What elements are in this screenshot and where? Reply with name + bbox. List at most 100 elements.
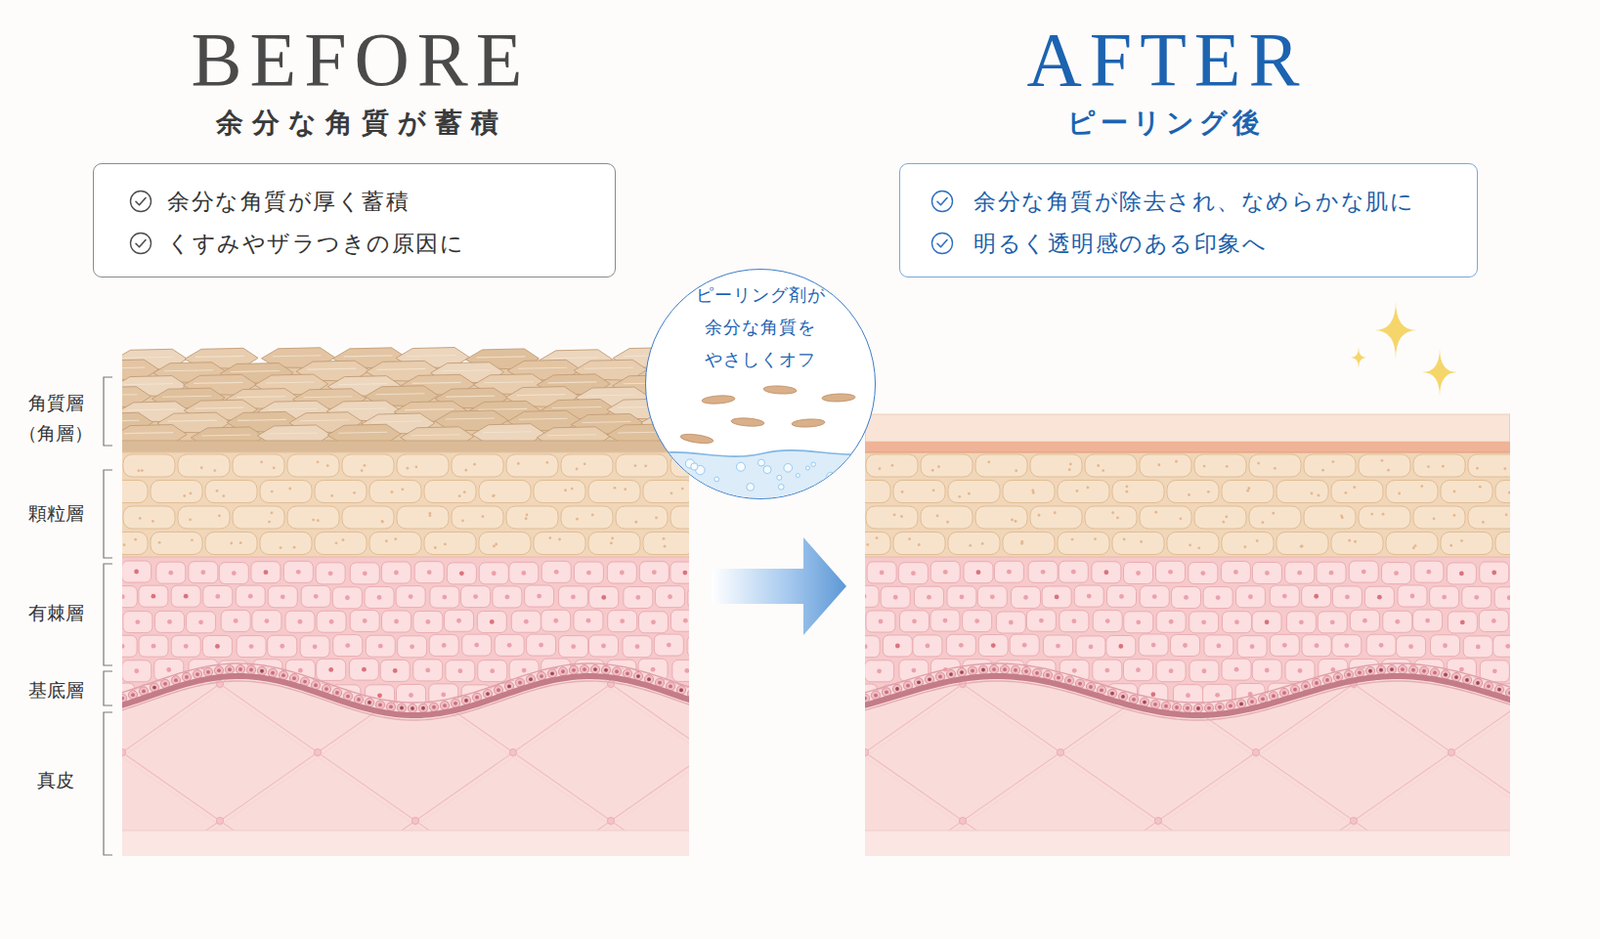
granule [190, 538, 194, 542]
spinous-cell [122, 660, 152, 683]
layer-edge [864, 452, 1511, 454]
spinous-cell [1430, 635, 1461, 657]
cell-nucleus [442, 703, 447, 708]
cell-nucleus [473, 594, 478, 600]
granular-cell [1057, 532, 1110, 556]
cell-nucleus [877, 716, 883, 722]
cell-nucleus [1088, 685, 1093, 690]
cell-nucleus [1135, 619, 1141, 625]
spinous-cell [300, 636, 330, 658]
granule [1125, 485, 1129, 489]
spinous-cell [1397, 585, 1428, 607]
cell-nucleus [1103, 569, 1109, 575]
granular-cell [1084, 506, 1137, 529]
fiber-line [864, 415, 1511, 857]
granular-cell [1030, 506, 1082, 529]
cell-nucleus [958, 643, 964, 649]
spinous-cell [1058, 561, 1088, 583]
granular-cell [1331, 480, 1384, 504]
granule [957, 495, 961, 499]
spinous-cell [414, 562, 444, 584]
cell-nucleus [231, 570, 237, 576]
spinous-cell [349, 562, 380, 585]
cell-nucleus [1105, 618, 1111, 624]
cell-nucleus [1442, 643, 1448, 649]
cell-nucleus [491, 570, 497, 576]
cell-nucleus [1024, 669, 1029, 674]
flake-highlight [412, 382, 462, 384]
basal-cell [1365, 666, 1375, 676]
check-icon [930, 231, 954, 256]
cell-nucleus [927, 677, 932, 682]
spinous-cell [1316, 562, 1346, 584]
cell-nucleus [168, 570, 173, 576]
granule [182, 494, 186, 498]
bubble [714, 476, 720, 482]
panel-subheading: 余分な角質が蓄積 [207, 106, 508, 140]
cell-nucleus [992, 667, 996, 672]
bubble [746, 483, 755, 492]
granular-cell [1030, 454, 1082, 477]
cell-nucleus [122, 696, 125, 701]
cell-nucleus [910, 668, 916, 674]
cell-nucleus [1394, 619, 1400, 625]
cell-nucleus [152, 686, 157, 691]
cell-nucleus [200, 569, 206, 575]
spinous-cell [670, 562, 690, 584]
cell-nucleus [1389, 667, 1394, 672]
cell-nucleus [1508, 691, 1511, 695]
cell-nucleus [893, 595, 899, 601]
cell-nucleus [1054, 692, 1060, 698]
checklist-item: 明るく透明感のある印象へ [973, 228, 1267, 259]
cell-nucleus [377, 692, 383, 698]
cell-nucleus [1104, 668, 1110, 674]
granule [133, 538, 137, 542]
spinous-cell [622, 636, 652, 658]
spinous-cell [218, 708, 249, 731]
granule [1197, 546, 1201, 550]
check-icon [129, 231, 153, 256]
cell-nucleus [570, 692, 576, 698]
cell-nucleus [625, 671, 630, 676]
granule [1174, 460, 1178, 464]
flake-highlight [581, 421, 631, 423]
spinous-cell [494, 634, 524, 656]
spinous-cell [285, 709, 315, 732]
spinous-cell [1316, 707, 1346, 730]
spinous-cell [671, 708, 690, 731]
cell-nucleus [133, 668, 139, 674]
granule [428, 514, 432, 518]
basal-layer [864, 663, 1511, 721]
granule [1014, 469, 1018, 473]
spinous-cell [930, 709, 960, 732]
peeling-liquid [646, 450, 874, 498]
cell-nucleus [1325, 678, 1330, 683]
granular-cell [287, 506, 340, 529]
cell-nucleus [943, 618, 949, 624]
spinous-cell [1252, 611, 1282, 634]
cell-nucleus [263, 716, 269, 722]
spinous-cell [687, 635, 690, 657]
liquid-surface [646, 450, 874, 457]
cell-nucleus [1344, 691, 1350, 697]
granular-cell [123, 506, 175, 529]
granule [1116, 516, 1120, 519]
granule [981, 542, 985, 546]
spinous-cell [122, 635, 137, 657]
flake-highlight [518, 418, 568, 420]
layer-edge [122, 452, 690, 454]
granular-cell [287, 454, 340, 477]
cell-nucleus [409, 644, 415, 649]
granule [140, 469, 144, 473]
sparkle [1374, 301, 1417, 360]
cell-nucleus [518, 681, 522, 686]
cell-nucleus [135, 716, 141, 722]
granular-cell [1276, 480, 1329, 504]
granule [563, 488, 567, 492]
granular-cell [1495, 532, 1511, 556]
cell-nucleus [1078, 682, 1082, 687]
cell-nucleus [457, 716, 463, 722]
granule [1412, 546, 1416, 550]
spinous-cell [589, 586, 619, 608]
spinous-cell [1237, 636, 1267, 658]
